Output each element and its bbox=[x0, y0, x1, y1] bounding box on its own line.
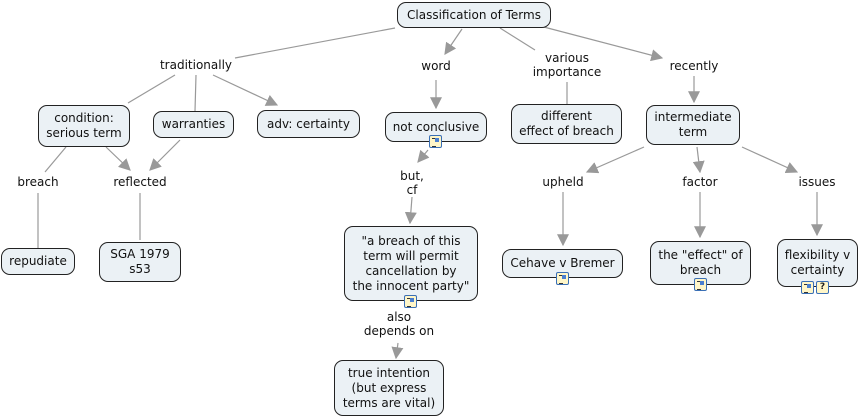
node-flexibility-v-certainty[interactable]: flexibility v certainty bbox=[777, 239, 858, 287]
link-label-recently: recently bbox=[669, 59, 719, 73]
node-label: the "effect" of breach bbox=[658, 248, 743, 277]
resource-document-icon[interactable] bbox=[556, 272, 569, 285]
link bbox=[149, 139, 181, 171]
link bbox=[692, 146, 705, 174]
link bbox=[539, 25, 664, 62]
link bbox=[212, 74, 279, 106]
resource-icons: ? bbox=[801, 281, 829, 294]
resource-icons bbox=[556, 272, 569, 285]
link bbox=[194, 74, 197, 112]
link-label-word: word bbox=[421, 59, 451, 73]
node-repudiate[interactable]: repudiate bbox=[1, 248, 75, 275]
link-label-also-depends-on: also depends on bbox=[363, 310, 435, 338]
node-breach-quote[interactable]: "a breach of this term will permit cance… bbox=[344, 226, 478, 301]
resource-icons bbox=[429, 135, 442, 148]
node-classification-of-terms[interactable]: Classification of Terms bbox=[397, 2, 551, 28]
resource-document-icon[interactable] bbox=[404, 295, 417, 308]
link-label-traditionally: traditionally bbox=[159, 58, 233, 72]
link bbox=[127, 74, 176, 104]
node-true-intention[interactable]: true intention (but express terms are vi… bbox=[334, 360, 444, 416]
node-adv-certainty[interactable]: adv: certainty bbox=[257, 110, 360, 138]
node-not-conclusive[interactable]: not conclusive bbox=[385, 112, 487, 142]
node-sga-1979[interactable]: SGA 1979 s53 bbox=[99, 242, 181, 282]
link-label-breach: breach bbox=[17, 175, 59, 189]
resource-document-icon[interactable] bbox=[801, 281, 814, 294]
node-label: SGA 1979 s53 bbox=[110, 247, 170, 276]
link bbox=[234, 27, 396, 59]
link bbox=[499, 27, 536, 51]
node-effect-of-breach[interactable]: the "effect" of breach bbox=[650, 241, 751, 285]
node-different-effect[interactable]: different effect of breach bbox=[511, 104, 622, 144]
link bbox=[105, 146, 131, 171]
link-label-upheld: upheld bbox=[542, 175, 584, 189]
link bbox=[585, 146, 645, 174]
node-label: repudiate bbox=[9, 254, 67, 268]
node-condition[interactable]: condition: serious term bbox=[38, 105, 130, 147]
resource-icons bbox=[404, 295, 417, 308]
resource-icons bbox=[694, 278, 707, 291]
node-label: not conclusive bbox=[392, 119, 480, 134]
link bbox=[44, 146, 67, 173]
link bbox=[391, 342, 404, 360]
resource-document-icon[interactable] bbox=[694, 278, 707, 291]
help-icon[interactable]: ? bbox=[816, 281, 829, 294]
node-label: warranties bbox=[161, 117, 226, 131]
link bbox=[417, 149, 430, 163]
node-warranties[interactable]: warranties bbox=[153, 111, 234, 138]
node-label: adv: certainty bbox=[267, 116, 350, 131]
node-intermediate-term[interactable]: intermediate term bbox=[646, 105, 740, 145]
link bbox=[741, 146, 799, 173]
node-label: Cehave v Bremer bbox=[510, 256, 615, 270]
node-label: true intention (but express terms are vi… bbox=[342, 365, 436, 410]
link-label-but-cf: but, cf bbox=[400, 169, 424, 197]
node-label: "a breach of this term will permit cance… bbox=[352, 233, 470, 293]
link-label-issues: issues bbox=[798, 175, 836, 189]
link bbox=[444, 28, 463, 55]
node-label: intermediate term bbox=[654, 110, 732, 139]
node-label: condition: serious term bbox=[46, 111, 122, 140]
node-label: different effect of breach bbox=[519, 109, 614, 138]
node-label: Classification of Terms bbox=[407, 7, 541, 22]
resource-document-icon[interactable] bbox=[429, 135, 442, 148]
link bbox=[404, 196, 417, 225]
link-label-factor: factor bbox=[682, 175, 718, 189]
link-label-reflected: reflected bbox=[113, 175, 167, 189]
link-label-various-importance: various importance bbox=[532, 51, 602, 79]
node-label: flexibility v certainty bbox=[784, 248, 851, 277]
